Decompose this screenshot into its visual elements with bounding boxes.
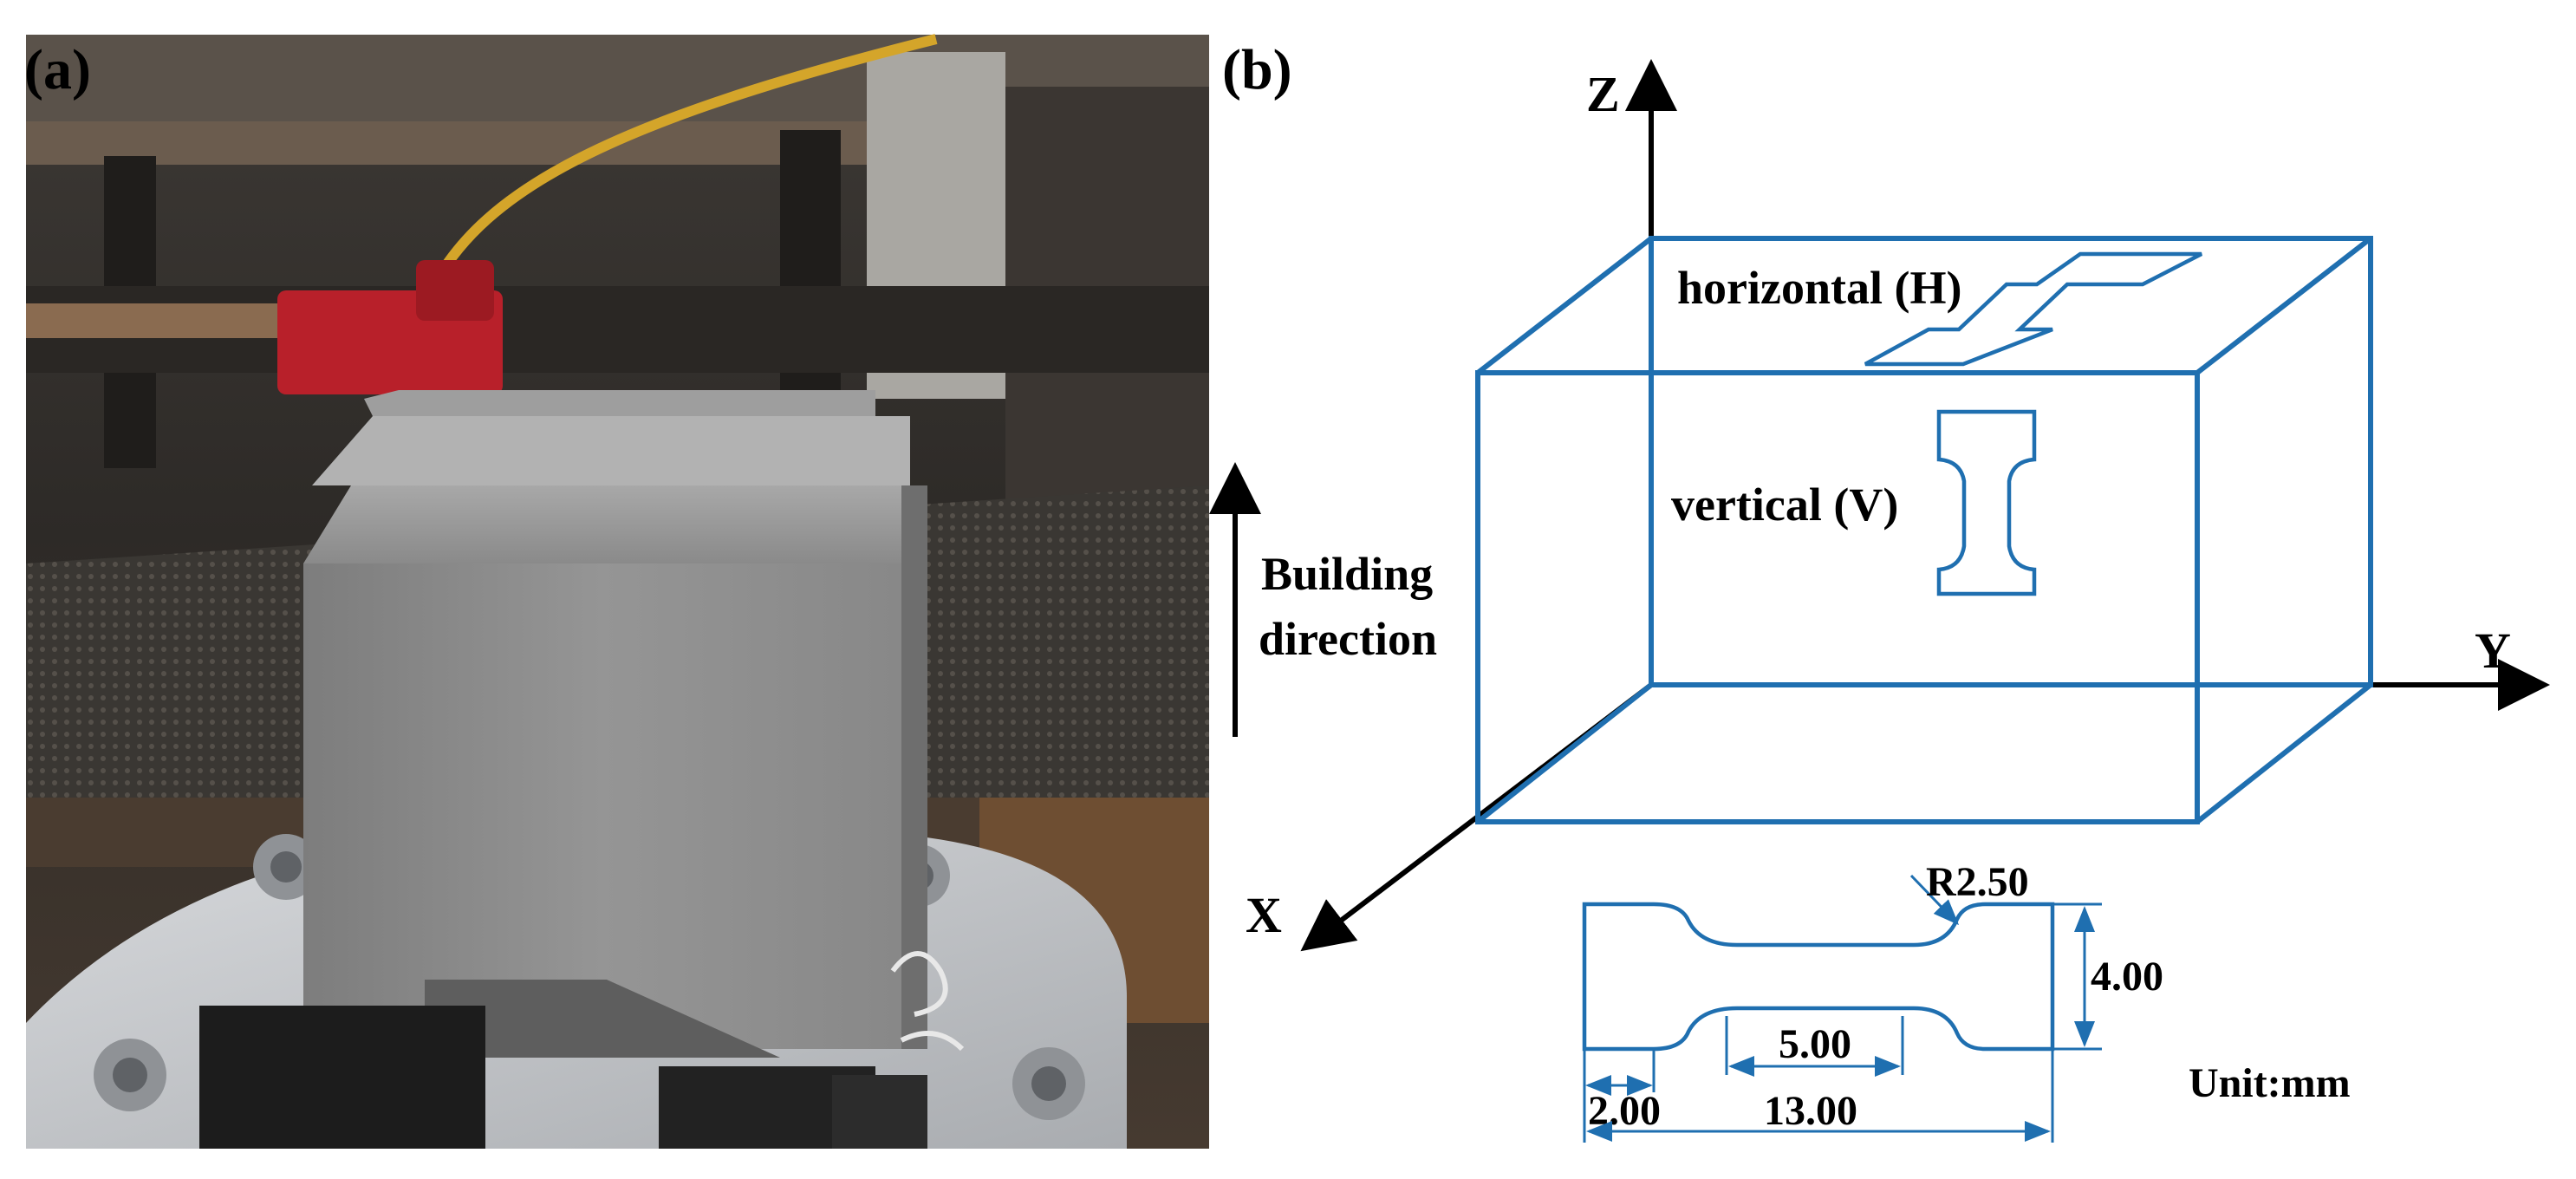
foam-pad-left: [199, 1006, 485, 1149]
x-axis-label: X: [1246, 887, 1282, 943]
horizontal-specimen: [1864, 251, 2203, 367]
vertical-label: vertical (V): [1671, 479, 1898, 531]
horizontal-label: horizontal (H): [1677, 262, 1961, 314]
schematic-panel: (b) Z Y X horizontal (H) vertical (V) Bu…: [1209, 38, 2550, 1143]
panel-label-a: (a): [24, 38, 91, 101]
block-top-surface: [303, 485, 901, 563]
y-axis-label: Y: [2475, 622, 2511, 679]
yellow-wire: [428, 34, 938, 289]
printed-block: [303, 563, 901, 1049]
handwritten-mark: [890, 951, 948, 1017]
radius-leader: [1909, 874, 1960, 926]
block-top-step: [312, 416, 910, 485]
gauge-length-label: 5.00: [1779, 1021, 1851, 1067]
radius-label: R2.50: [1926, 859, 2029, 905]
grip-length-label: 2.00: [1588, 1088, 1661, 1134]
red-clamp-top: [416, 260, 494, 321]
z-axis-label: Z: [1586, 66, 1620, 122]
vertical-specimen: [1936, 409, 2037, 596]
copper-pipe: [26, 303, 312, 338]
block-side: [901, 485, 927, 1049]
box-front-face: [1475, 370, 2200, 824]
unit-label: Unit:mm: [2189, 1060, 2351, 1106]
panel-label-b: (b): [1222, 38, 1292, 101]
building-direction-line1: Building: [1261, 548, 1433, 600]
building-direction-line2: direction: [1259, 613, 1437, 665]
build-volume-box: [1475, 236, 2373, 824]
block-base-shadow: [425, 980, 780, 1058]
height-label: 4.00: [2091, 954, 2163, 1000]
total-length-label: 13.00: [1764, 1088, 1857, 1134]
photo-panel: (a): [24, 34, 1209, 1149]
